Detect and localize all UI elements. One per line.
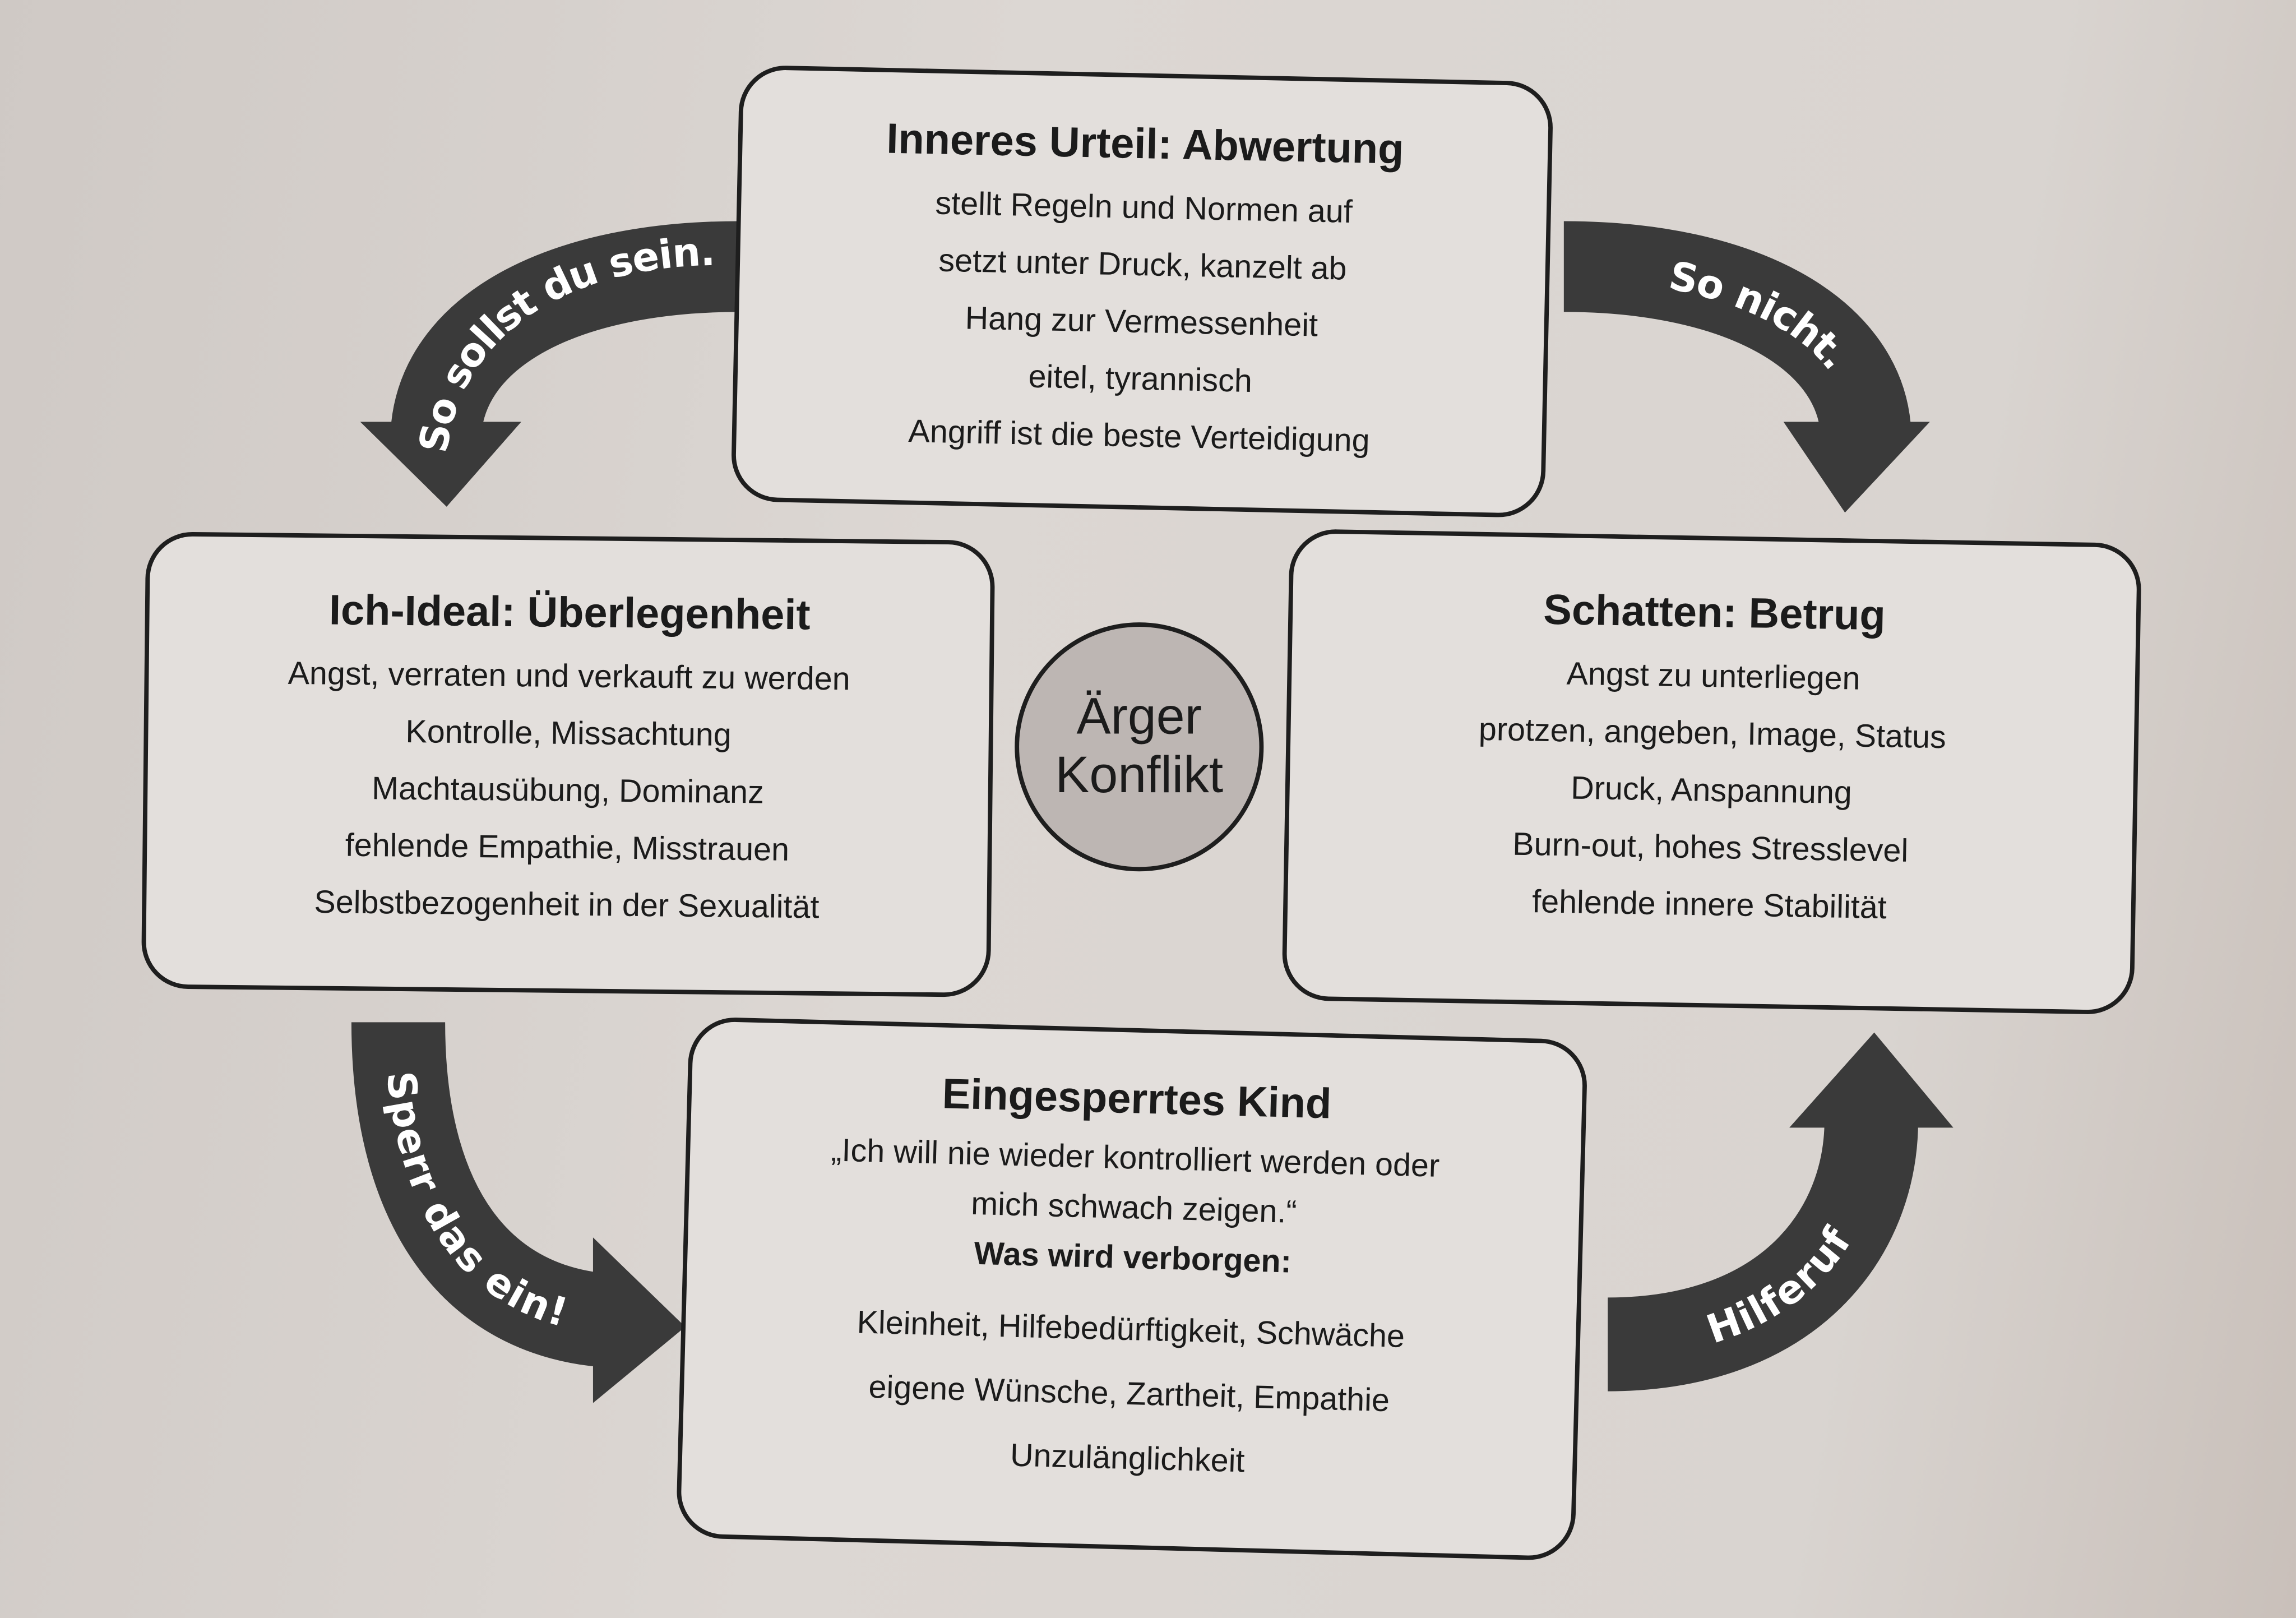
arrow-so-sollst-du-sein	[360, 266, 740, 507]
box-line: fehlende Empathie, Misstrauen	[345, 826, 790, 868]
box-inneres-urteil: Inneres Urteil: Abwertung stellt Regeln …	[730, 64, 1554, 519]
box-line: Selbstbezogenheit in der Sexualität	[314, 883, 820, 926]
arrow-so-nicht	[1564, 266, 1930, 513]
box-title: Ich-Ideal: Überlegenheit	[328, 588, 811, 640]
box-line: Angst, verraten und verkauft zu werden	[288, 654, 851, 697]
box-line: Kontrolle, Missachtung	[405, 713, 732, 753]
center-line-2: Konflikt	[1055, 747, 1224, 805]
center-circle: Ärger Konflikt	[1015, 622, 1264, 872]
arrow-hilferuf	[1608, 1032, 1954, 1344]
box-line: Machtausübung, Dominanz	[371, 769, 765, 811]
box-schatten: Schatten: Betrug Angst zu unterliegen pr…	[1281, 528, 2142, 1015]
box-eingesperrtes-kind: Eingesperrtes Kind „Ich will nie wieder …	[675, 1016, 1589, 1561]
center-line-1: Ärger	[1076, 688, 1202, 746]
arrow-sperr-das-ein	[399, 1022, 686, 1403]
box-title: Inneres Urteil: Abwertung	[886, 116, 1405, 174]
box-ich-ideal: Ich-Ideal: Überlegenheit Angst, verraten…	[141, 531, 996, 997]
box-title: Schatten: Betrug	[1543, 587, 1886, 640]
